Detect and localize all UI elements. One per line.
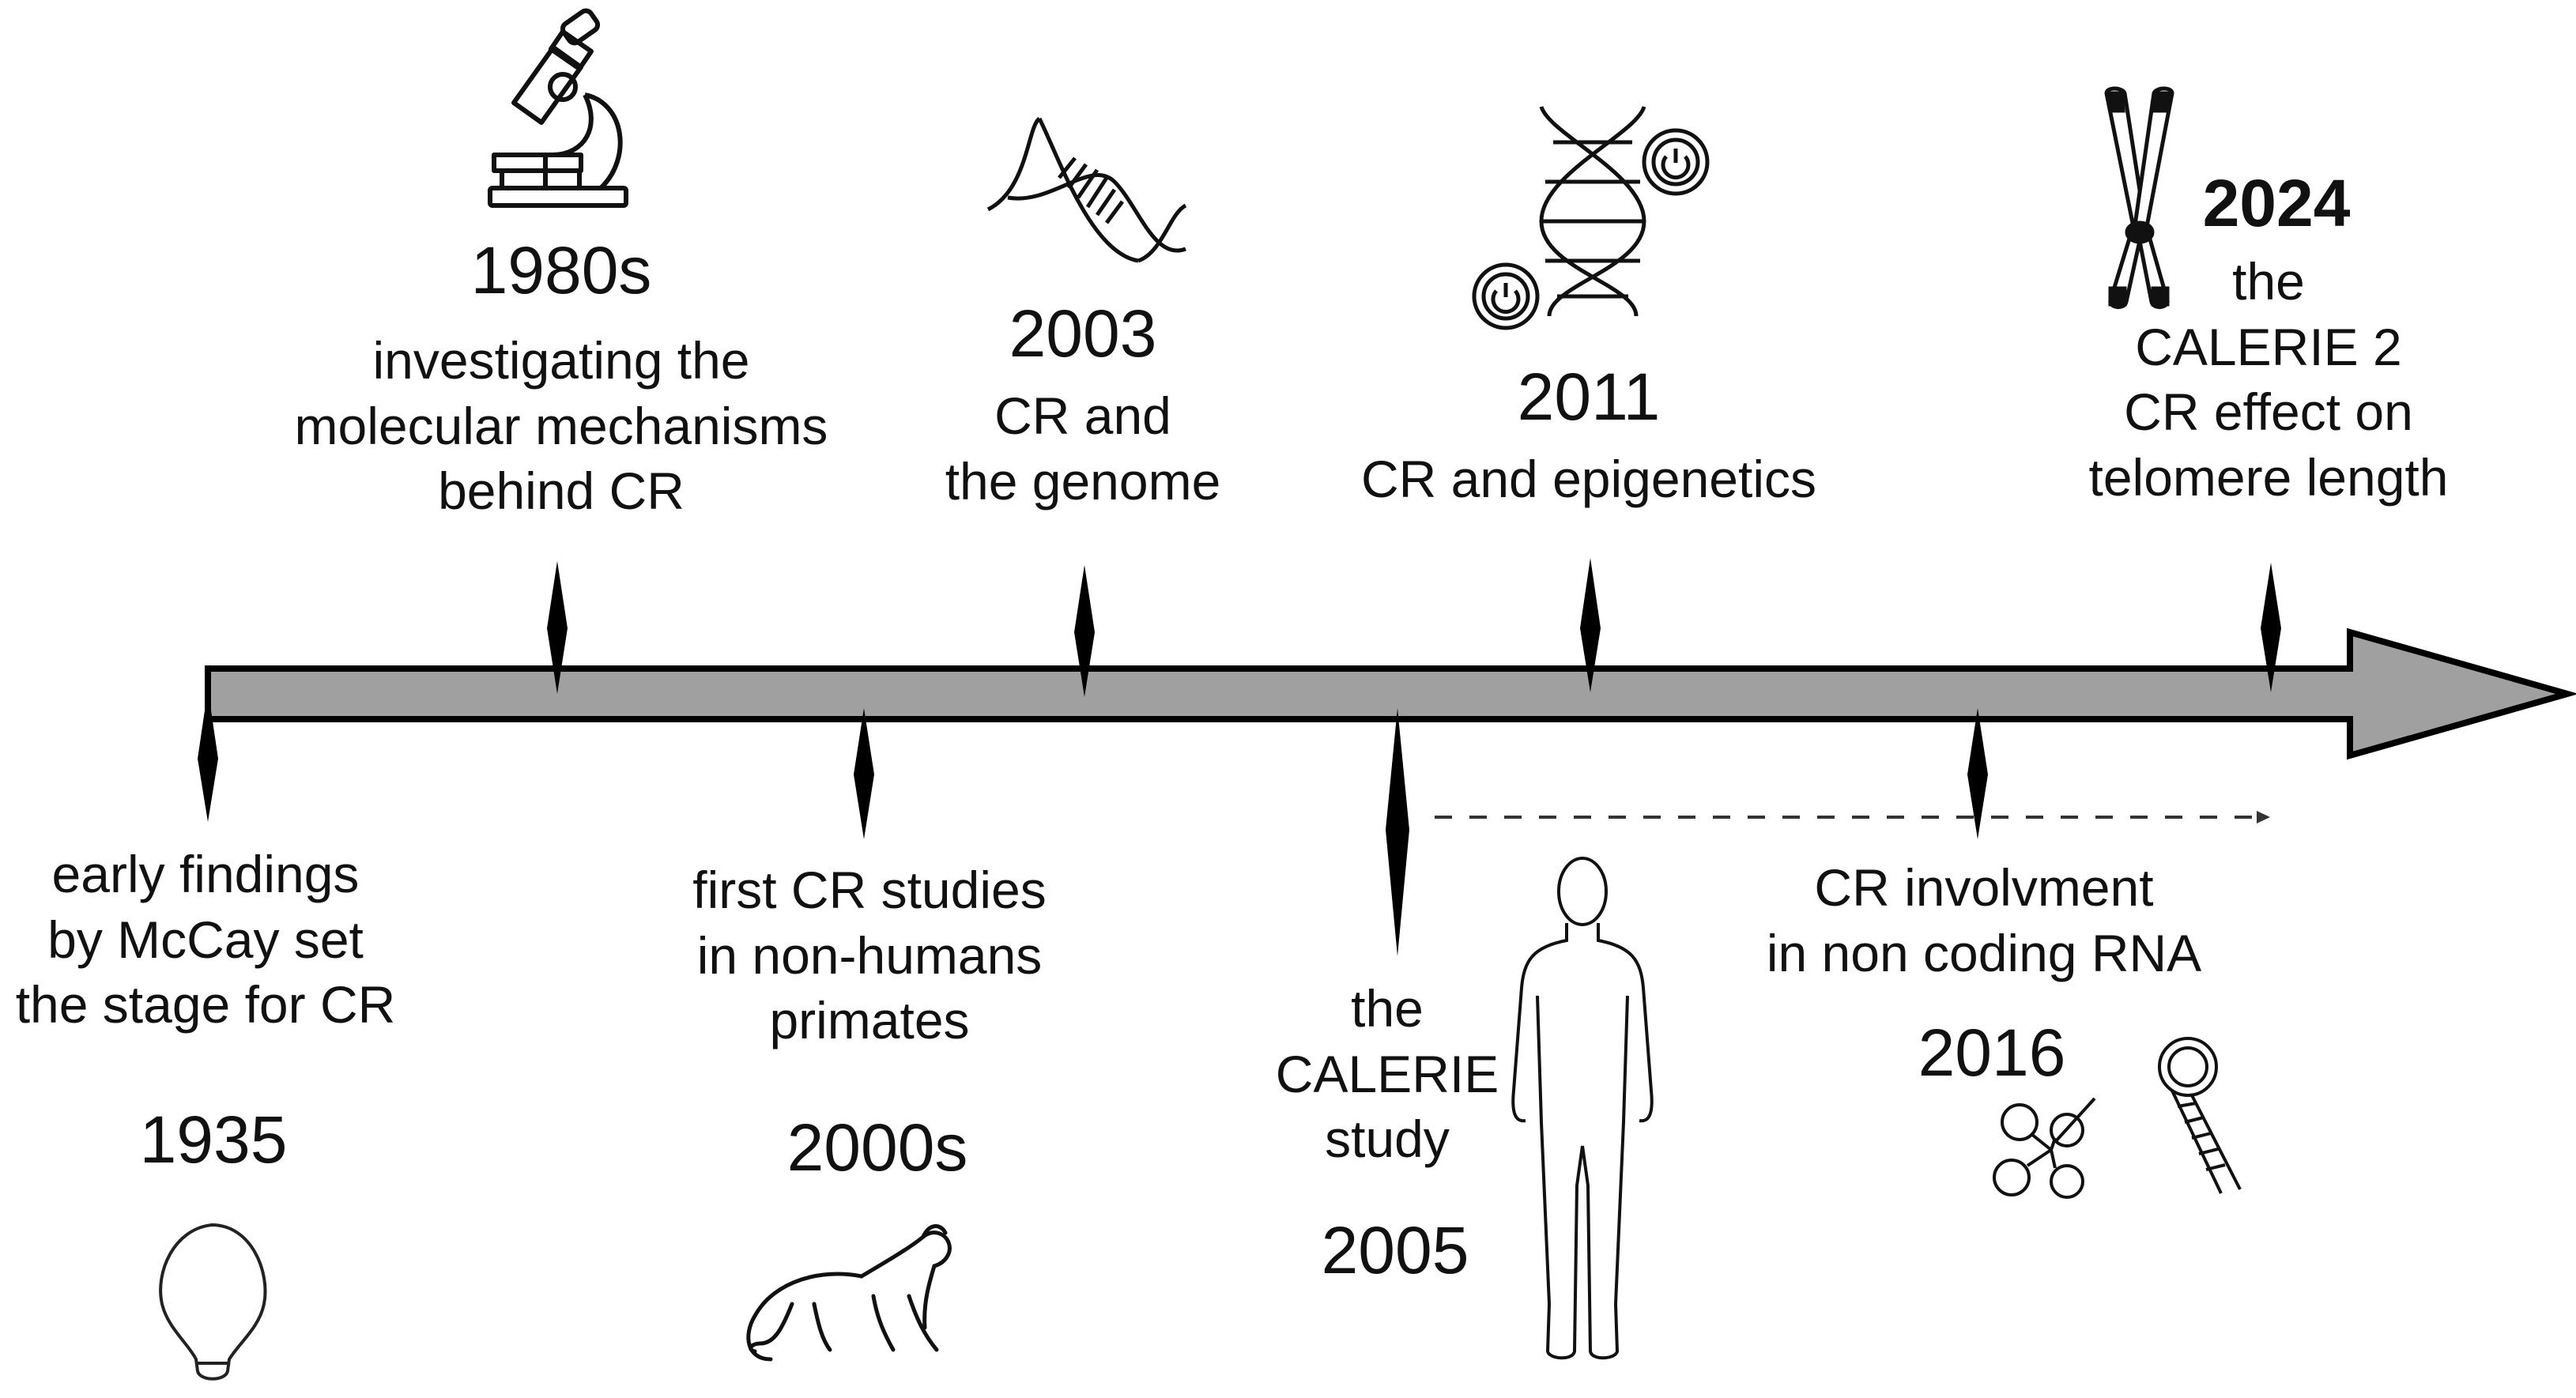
- microscope-icon: [488, 8, 628, 208]
- event-year-2005: 2005: [1321, 1213, 1469, 1287]
- tick-2011: [1580, 558, 1601, 692]
- event-line: the: [1351, 979, 1424, 1038]
- chromosome-icon: [2104, 86, 2174, 309]
- tick-2003: [1074, 565, 1095, 697]
- event-year-2016: 2016: [1918, 1016, 2066, 1090]
- event-line: CR and: [994, 386, 1171, 445]
- tick-2016: [1967, 708, 1988, 839]
- tick-2005: [1386, 708, 1409, 956]
- event-text-1980s: investigating the molecular mechanisms b…: [261, 328, 862, 524]
- timeline-arrow: [205, 627, 2576, 760]
- event-line: investigating the: [372, 331, 750, 390]
- rna-hairpin-icon: [1993, 1037, 2242, 1199]
- event-line: CALERIE: [1275, 1044, 1499, 1103]
- event-line: early findings: [51, 845, 360, 903]
- human-silhouette-icon: [1511, 857, 1654, 1360]
- dna-icon: [986, 116, 1187, 263]
- event-year-2000s: 2000s: [786, 1110, 968, 1185]
- event-line: CR and epigenetics: [1360, 450, 1817, 508]
- dashed-connector-head: [2257, 811, 2270, 823]
- event-line: telomere length: [2088, 447, 2449, 507]
- event-line: the genome: [945, 451, 1221, 511]
- event-text-2005: the CALERIE study: [1265, 976, 1510, 1172]
- event-line: primates: [769, 991, 970, 1049]
- event-year-2011: 2011: [1517, 360, 1661, 434]
- event-year-2024: 2024: [2202, 166, 2351, 240]
- event-line: first CR studies: [692, 861, 1047, 919]
- event-line: by McCay set: [47, 910, 364, 969]
- tick-2024: [2261, 563, 2281, 692]
- event-year-1980s: 1980s: [470, 233, 652, 307]
- event-line: CR effect on: [2124, 382, 2413, 441]
- event-text-2000s: first CR studies in non-humans primates: [648, 857, 1091, 1053]
- event-text-1935: early findings by McCay set the stage fo…: [0, 842, 411, 1038]
- event-line: the: [2232, 252, 2305, 311]
- monkey-icon: [746, 1224, 952, 1362]
- event-line: behind CR: [438, 462, 685, 520]
- event-line: in non-humans: [696, 925, 1043, 985]
- event-line: CR involvment: [1814, 858, 2154, 917]
- tick-1935: [198, 689, 218, 822]
- event-text-2011: CR and epigenetics: [1328, 447, 1850, 512]
- event-year-1935: 1935: [139, 1102, 288, 1177]
- event-line: study: [1325, 1110, 1450, 1168]
- tick-2000s: [854, 708, 874, 839]
- dna-switch-icon: [1472, 106, 1710, 330]
- lightbulb-icon: [159, 1223, 267, 1381]
- event-year-2003: 2003: [1009, 296, 1157, 371]
- event-line: in non coding RNA: [1766, 923, 2202, 982]
- event-line: CALERIE 2: [2135, 317, 2402, 376]
- event-text-2016: CR involvment in non coding RNA: [1723, 855, 2245, 985]
- event-text-2024: the CALERIE 2 CR effect on telomere leng…: [2031, 249, 2506, 510]
- event-line: the stage for CR: [15, 975, 396, 1034]
- tick-1980s: [547, 561, 568, 694]
- event-line: molecular mechanisms: [294, 396, 828, 455]
- event-text-2003: CR and the genome: [893, 383, 1273, 514]
